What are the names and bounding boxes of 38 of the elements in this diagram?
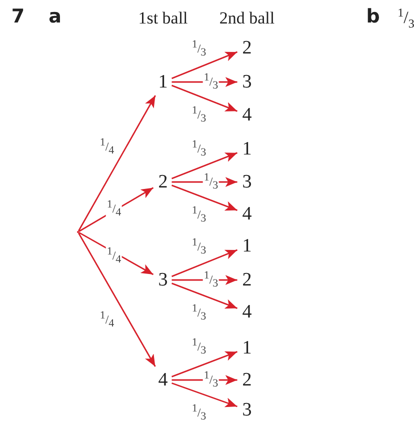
arrow: [172, 375, 238, 385]
question-label: 7: [11, 8, 25, 26]
arrow: [78, 187, 154, 232]
arrow: [172, 382, 238, 408]
arrow: [171, 51, 238, 80]
outcome-number: 2: [156, 172, 170, 192]
arrow: [78, 232, 154, 276]
arrow: [172, 177, 238, 187]
question-label: a: [48, 8, 62, 26]
outcome-number: 1: [240, 138, 254, 160]
text-label: 2nd ball: [219, 10, 275, 26]
arrow: [172, 351, 238, 378]
outcome-number: 1: [156, 72, 170, 92]
question-label: b: [366, 8, 380, 26]
outcome-number: 4: [156, 370, 170, 390]
arrow: [172, 77, 238, 87]
arrow: [78, 232, 156, 367]
outcome-number: 4: [240, 302, 254, 322]
outcome-number: 1: [240, 236, 254, 256]
outcome-number: 2: [240, 38, 254, 58]
text-label: 1st ball: [138, 10, 188, 26]
arrow: [172, 84, 238, 112]
arrow: [172, 282, 238, 309]
outcome-number: 2: [240, 270, 254, 290]
arrow: [78, 95, 156, 232]
arrow: [172, 152, 238, 180]
arrow: [171, 249, 238, 278]
outcome-number: 3: [240, 172, 254, 192]
outcome-number: 4: [240, 104, 254, 126]
outcome-number: 1: [240, 338, 254, 358]
outcome-number: 2: [240, 370, 254, 390]
arrow: [172, 184, 238, 211]
text-label: $^{1}$/$_{3}$: [398, 6, 414, 30]
outcome-number: 3: [240, 400, 254, 420]
outcome-number: 4: [240, 204, 254, 224]
arrow: [172, 275, 238, 285]
outcome-number: 3: [240, 72, 254, 92]
outcome-number: 3: [156, 270, 170, 290]
